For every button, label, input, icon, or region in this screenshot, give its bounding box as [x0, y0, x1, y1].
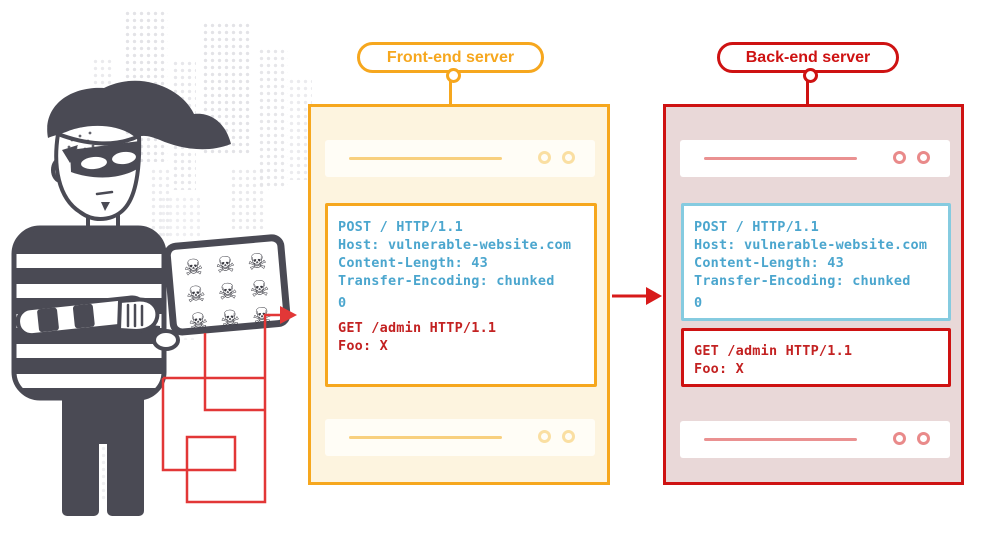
attack-arrowhead-icon — [280, 306, 297, 324]
ear — [51, 157, 71, 183]
circle-icon — [562, 151, 575, 164]
circle-icon — [917, 151, 930, 164]
front-request-block: POST / HTTP/1.1 Host: vulnerable-website… — [325, 203, 597, 387]
skull-icon: ☠ — [246, 249, 268, 276]
back-end-server-box: POST / HTTP/1.1 Host: vulnerable-website… — [663, 104, 964, 485]
building — [160, 196, 200, 240]
http-header-line: Transfer-Encoding: chunked — [338, 273, 555, 289]
mouth — [95, 190, 114, 196]
chunk-terminator-line: 0 — [694, 295, 703, 311]
back-pill-connector-dot — [803, 68, 818, 83]
circle-icon — [538, 151, 551, 164]
front-pill-connector-line — [449, 78, 452, 106]
front-pill-connector-dot — [446, 68, 461, 83]
building — [172, 60, 196, 190]
skull-icon: ☠ — [183, 255, 205, 282]
smuggled-request-line: GET /admin HTTP/1.1 — [338, 320, 497, 336]
placeholder-line — [704, 438, 857, 441]
skull-icon: ☠ — [249, 276, 271, 303]
back-end-server-label-text: Back-end server — [745, 48, 871, 66]
building — [168, 280, 194, 340]
http-header-line: Transfer-Encoding: chunked — [694, 273, 911, 289]
front-end-server-label: Front-end server — [357, 42, 544, 73]
forehead-stipple — [67, 131, 95, 151]
building — [230, 168, 264, 232]
hand — [117, 297, 160, 333]
skull-icon: ☠ — [219, 306, 241, 333]
skull-grid: ☠ ☠ ☠ ☠ ☠ ☠ ☠ ☠ ☠ — [183, 249, 273, 335]
neck — [86, 200, 120, 242]
back-request-smuggled-block: GET /admin HTTP/1.1 Foo: X — [681, 328, 951, 387]
http-header-line: POST / HTTP/1.1 — [694, 219, 819, 235]
hair-spike — [62, 145, 78, 163]
building — [258, 48, 288, 190]
building — [124, 10, 168, 162]
smuggled-request-line: Foo: X — [338, 338, 388, 354]
placeholder-line — [704, 157, 857, 160]
chin-mark — [101, 202, 110, 211]
eye-left — [81, 156, 107, 170]
http-header-line: Host: vulnerable-website.com — [694, 237, 928, 253]
front-bottom-bar — [325, 419, 595, 456]
back-bottom-bar — [680, 421, 950, 458]
front-end-server-label-text: Front-end server — [386, 48, 515, 66]
skull-icon: ☠ — [214, 252, 236, 279]
front-end-server-box: POST / HTTP/1.1 Host: vulnerable-website… — [308, 104, 610, 485]
forward-arrowhead-icon — [646, 287, 662, 305]
placeholder-line — [349, 157, 502, 160]
back-request-original-block: POST / HTTP/1.1 Host: vulnerable-website… — [681, 203, 951, 321]
smuggled-request-line: Foo: X — [694, 361, 744, 377]
placeholder-line — [349, 436, 502, 439]
smuggled-request-line: GET /admin HTTP/1.1 — [694, 343, 853, 359]
attack-path-line — [161, 313, 281, 504]
front-top-bar — [325, 140, 595, 177]
back-end-server-label: Back-end server — [717, 42, 899, 73]
skull-icon: ☠ — [251, 303, 273, 330]
forearm — [16, 295, 148, 338]
back-pill-connector-line — [806, 78, 809, 106]
http-header-line: Content-Length: 43 — [338, 255, 488, 271]
laptop-base — [86, 318, 160, 335]
circle-icon — [917, 432, 930, 445]
building — [86, 340, 124, 500]
building — [202, 22, 252, 156]
http-header-line: POST / HTTP/1.1 — [338, 219, 463, 235]
building — [92, 58, 114, 112]
circle-icon — [538, 430, 551, 443]
circle-icon — [893, 151, 906, 164]
skull-icon: ☠ — [217, 279, 239, 306]
chunk-terminator-line: 0 — [338, 295, 347, 311]
back-top-bar — [680, 140, 950, 177]
circle-icon — [562, 430, 575, 443]
http-header-line: Content-Length: 43 — [694, 255, 844, 271]
circle-icon — [893, 432, 906, 445]
http-header-line: Host: vulnerable-website.com — [338, 237, 572, 253]
